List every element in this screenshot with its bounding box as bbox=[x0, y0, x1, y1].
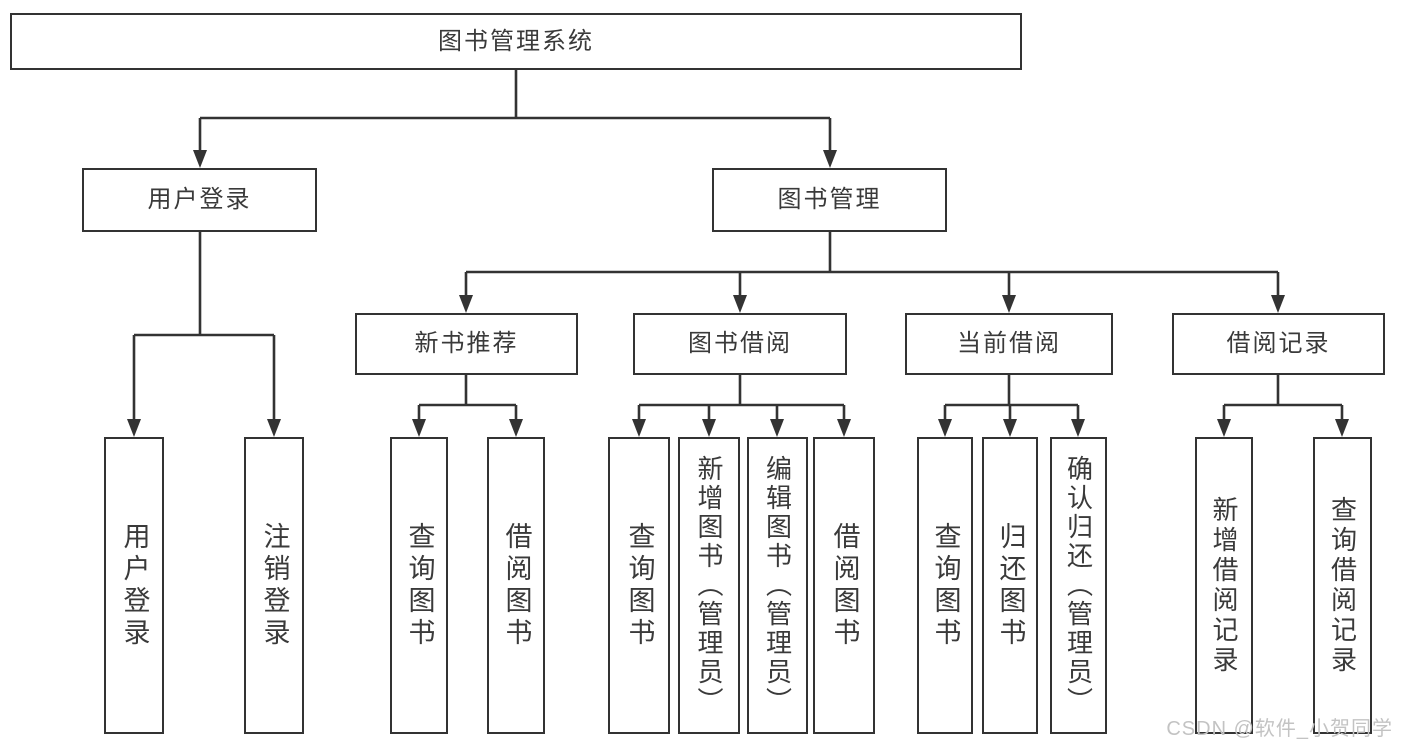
node-borrowing-records: 借阅记录 bbox=[1172, 313, 1385, 375]
leaf-cb-return-books: 归还图书 bbox=[982, 437, 1038, 734]
leaf-nb-borrow-books: 借阅图书 bbox=[487, 437, 545, 734]
leaf-cb-query-books: 查询图书 bbox=[917, 437, 973, 734]
arrowheads bbox=[127, 150, 1349, 437]
leaf-bb-borrow-books: 借阅图书 bbox=[813, 437, 875, 734]
leaf-bb-query-books: 查询图书 bbox=[608, 437, 670, 734]
node-new-book-recommendation: 新书推荐 bbox=[355, 313, 578, 375]
node-current-borrowing: 当前借阅 bbox=[905, 313, 1113, 375]
leaf-nb-query-books: 查询图书 bbox=[390, 437, 448, 734]
leaf-br-add-borrow-record: 新增借阅记录 bbox=[1195, 437, 1253, 734]
leaf-bb-add-books-admin: 新增图书（管理员） bbox=[678, 437, 740, 734]
node-book-management: 图书管理 bbox=[712, 168, 947, 232]
csdn-watermark: CSDN @软件_小贺同学 bbox=[1166, 718, 1393, 740]
leaf-user-login: 用户登录 bbox=[104, 437, 164, 734]
node-book-borrowing: 图书借阅 bbox=[633, 313, 847, 375]
node-user-login: 用户登录 bbox=[82, 168, 317, 232]
leaf-br-query-borrow-record: 查询借阅记录 bbox=[1313, 437, 1372, 734]
node-library-management-system: 图书管理系统 bbox=[10, 13, 1022, 70]
leaf-cb-confirm-return-admin: 确认归还（管理员） bbox=[1050, 437, 1107, 734]
leaf-logout: 注销登录 bbox=[244, 437, 304, 734]
leaf-bb-edit-books-admin: 编辑图书（管理员） bbox=[747, 437, 808, 734]
